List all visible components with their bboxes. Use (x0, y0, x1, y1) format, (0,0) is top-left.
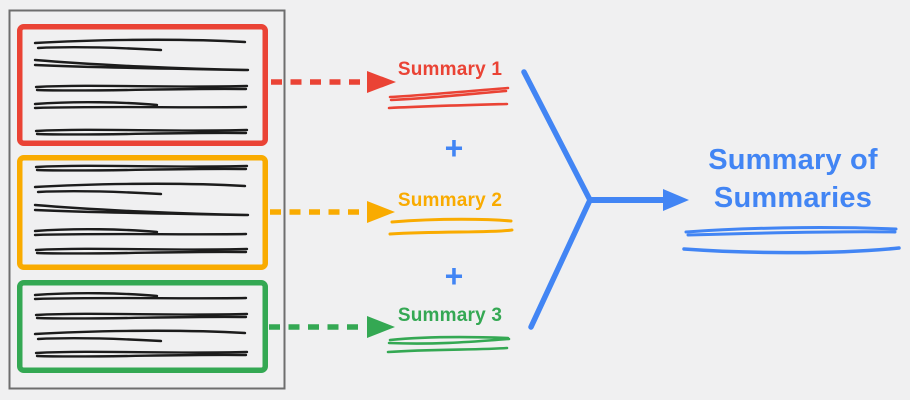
dashed-arrow-green (269, 316, 395, 338)
arrowhead-icon (367, 201, 395, 223)
arrowhead-icon (663, 189, 689, 211)
dashed-arrow-orange (270, 201, 395, 223)
text-scribble-line (33, 182, 247, 196)
text-scribble-line (33, 227, 248, 237)
text-scribble-line (34, 128, 249, 136)
text-scribble-line (33, 58, 250, 72)
text-scribble-line (33, 329, 247, 343)
result-underline-1 (684, 226, 898, 237)
arrowhead-icon (367, 316, 395, 338)
text-scribble-line (34, 247, 249, 255)
text-scribble-line (33, 203, 250, 217)
summary-of-summaries-title: Summary of Summaries (668, 141, 910, 217)
document-text-scribbles (33, 38, 250, 358)
summary-underline-green (386, 335, 511, 354)
text-scribble-line (34, 164, 249, 172)
result-title-line-2: Summaries (713, 182, 873, 214)
summary-1-label: Summary 1 (397, 59, 503, 80)
document-section-orange (17, 155, 268, 270)
document (8, 9, 286, 390)
text-scribble-line (33, 100, 248, 110)
text-scribble-line (33, 38, 247, 52)
document-section-red (17, 24, 268, 146)
summary-underline-orange (388, 217, 514, 236)
plus-icon: + (444, 258, 464, 294)
summary-underline-red (387, 86, 510, 110)
plus-icon: + (444, 130, 464, 166)
merge-branches (521, 69, 593, 330)
arrowhead-icon (367, 71, 396, 93)
text-scribble-line (34, 84, 249, 92)
dashed-arrow-red (271, 71, 396, 93)
summary-scribbles (386, 86, 514, 354)
result-scribbles (682, 226, 901, 255)
merge-arrow (521, 69, 689, 330)
result-title-line-1: Summary of (708, 144, 878, 176)
text-scribble-line (33, 291, 248, 301)
text-scribble-line (34, 312, 249, 320)
result-underline-2 (682, 246, 901, 255)
summary-3-label: Summary 3 (397, 305, 503, 326)
summary-2-label: Summary 2 (397, 190, 503, 211)
document-section-green (17, 280, 268, 373)
text-scribble-line (34, 350, 249, 358)
